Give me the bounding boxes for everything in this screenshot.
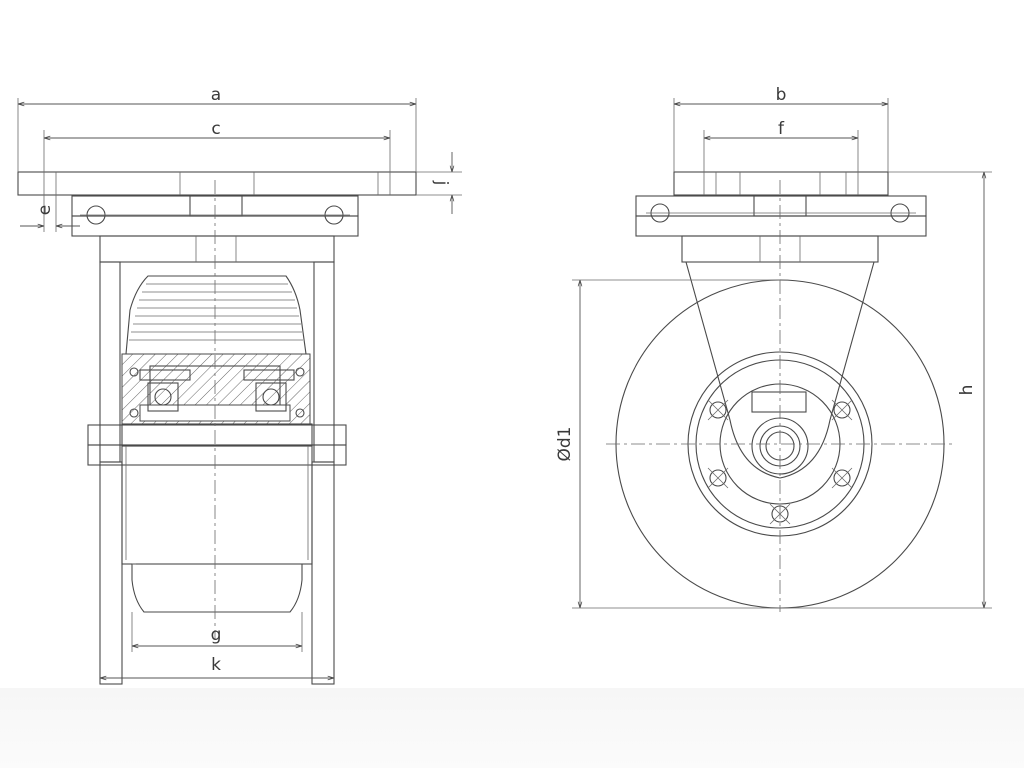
side-view: b f h Ød1 — [555, 85, 992, 612]
dim-label-d1: Ød1 — [555, 427, 575, 462]
bottom-margin — [0, 688, 1024, 768]
motor-ribs — [129, 283, 303, 341]
bearing-right — [255, 382, 287, 412]
dim-label-c: c — [211, 119, 220, 139]
dim-label-k: k — [211, 655, 221, 675]
dim-label-j: j — [431, 180, 451, 186]
dim-label-g: g — [211, 625, 222, 645]
dim-label-a: a — [211, 85, 221, 105]
front-section-view: a c e j g k — [17, 85, 462, 685]
bearing-left — [147, 382, 179, 412]
dim-label-f: f — [778, 119, 785, 139]
dim-label-e: e — [35, 205, 55, 215]
dim-label-h: h — [957, 385, 977, 396]
dim-label-b: b — [776, 85, 787, 105]
